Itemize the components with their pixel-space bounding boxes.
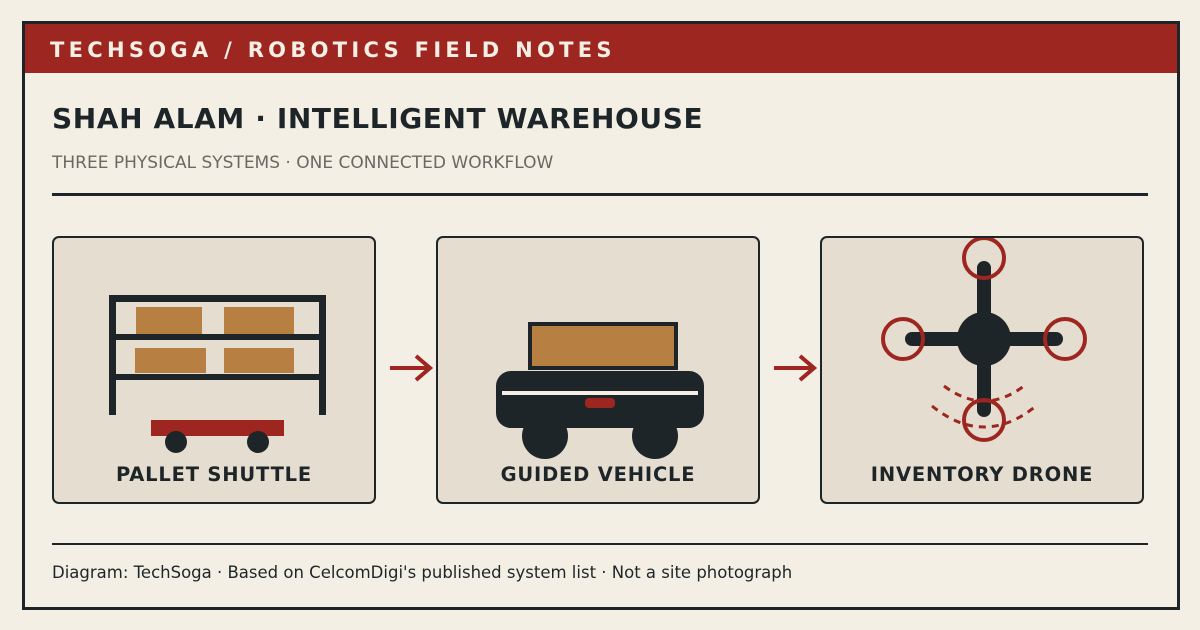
guided-vehicle-card: GUIDED VEHICLE: [436, 236, 760, 504]
arrow-right-icon: [774, 354, 818, 382]
page-title: SHAH ALAM · INTELLIGENT WAREHOUSE: [52, 102, 704, 135]
guided-vehicle-label: GUIDED VEHICLE: [500, 463, 696, 486]
inventory-drone-card: INVENTORY DRONE: [820, 236, 1144, 504]
page-subtitle: THREE PHYSICAL SYSTEMS · ONE CONNECTED W…: [52, 153, 554, 173]
pallet-shuttle-icon: [109, 295, 326, 453]
footer-divider: [52, 543, 1148, 545]
header-label: TECHSOGA / ROBOTICS FIELD NOTES: [50, 38, 616, 62]
pallet-shuttle-card: PALLET SHUTTLE: [52, 236, 376, 504]
pallet-shuttle-label: PALLET SHUTTLE: [115, 463, 313, 486]
guided-vehicle-icon: [496, 322, 704, 459]
header-bar: TECHSOGA / ROBOTICS FIELD NOTES: [25, 24, 1177, 73]
inventory-drone-label: INVENTORY DRONE: [870, 463, 1094, 486]
diagram-frame: TECHSOGA / ROBOTICS FIELD NOTES SHAH ALA…: [22, 21, 1180, 610]
inventory-drone-icon: [881, 238, 1087, 442]
arrow-right-icon: [390, 354, 434, 382]
header-divider: [52, 193, 1148, 196]
footer-caption: Diagram: TechSoga · Based on CelcomDigi'…: [52, 563, 793, 582]
